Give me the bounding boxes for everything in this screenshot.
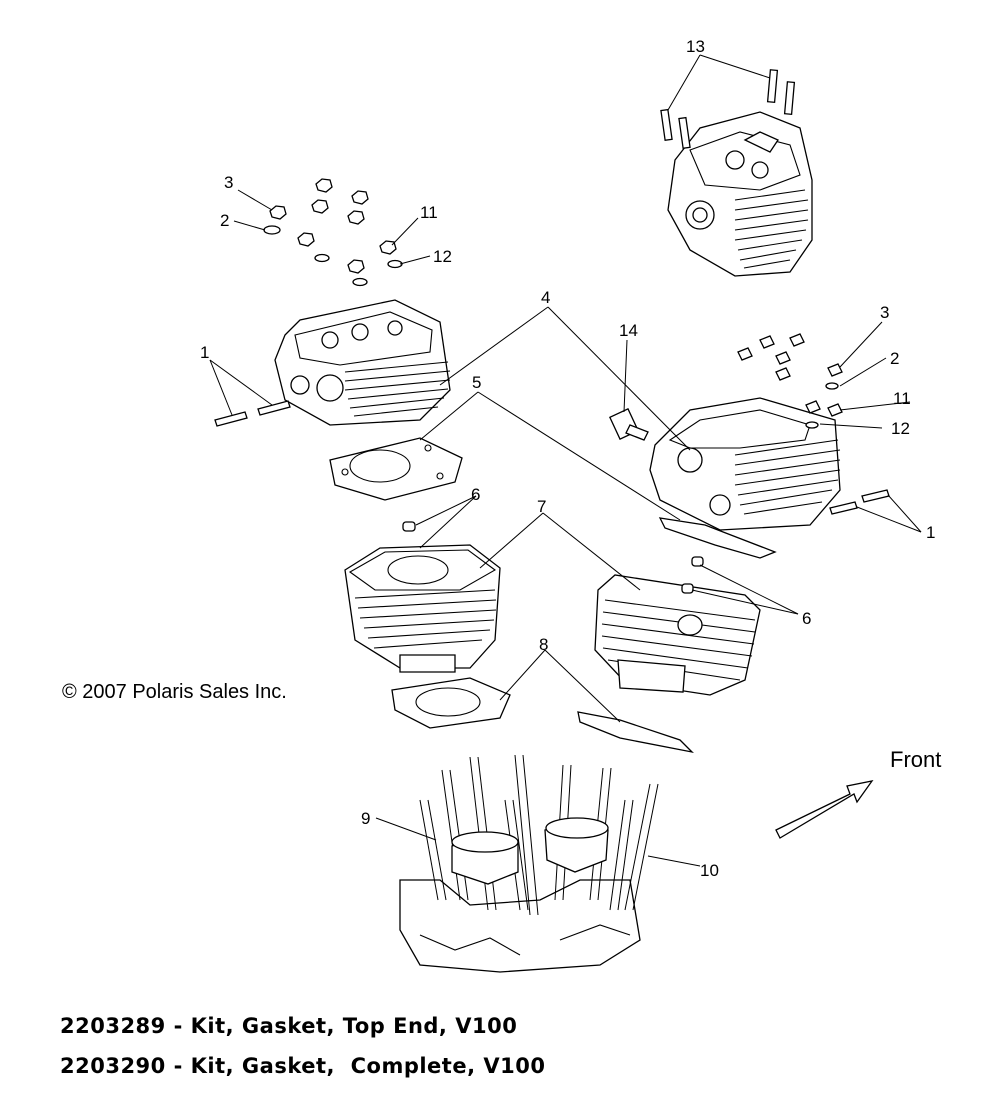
head-gasket-left: [329, 437, 463, 501]
crankcase-and-pushrods-drawing: [399, 754, 659, 973]
dowel-pins-left: [214, 400, 291, 427]
front-cylinder-drawing: [344, 521, 501, 673]
rear-lower-cylinder-head-drawing: [609, 397, 841, 531]
head-nuts-right: [737, 333, 843, 429]
head-gasket-right: [658, 517, 777, 559]
callout-8: 8: [539, 635, 548, 654]
callout-7: 7: [537, 497, 546, 516]
rear-cylinder-head-drawing: [660, 69, 813, 277]
callout-9: 9: [361, 809, 370, 828]
front-direction-arrow-icon: [775, 780, 874, 839]
callout-3-right: 3: [880, 303, 889, 322]
callout-1-right: 1: [926, 523, 935, 542]
callout-2-right: 2: [890, 349, 899, 368]
callout-11-left: 11: [420, 203, 438, 222]
rear-cylinder-drawing: [594, 556, 761, 696]
base-gasket-right: [577, 711, 694, 754]
dowel-pins-right: [829, 489, 890, 515]
head-nuts-left: [263, 178, 403, 287]
base-gasket-left: [391, 677, 511, 729]
callout-4: 4: [541, 288, 550, 307]
callout-5: 5: [472, 373, 481, 392]
callout-2-left: 2: [220, 211, 229, 230]
callout-11-right: 11: [893, 389, 911, 408]
kit-line-complete: 2203290 - Kit, Gasket, Complete, V100: [60, 1054, 546, 1078]
callout-10: 10: [700, 861, 719, 880]
callout-13: 13: [686, 37, 705, 56]
front-cylinder-head-drawing: [274, 299, 451, 426]
callout-14: 14: [619, 321, 638, 340]
copyright-notice: © 2007 Polaris Sales Inc.: [62, 681, 287, 703]
callout-12-right: 12: [891, 419, 910, 438]
leader-lines: [209, 54, 922, 867]
callout-1-left: 1: [200, 343, 209, 362]
callout-12-left: 12: [433, 247, 452, 266]
callout-6-left: 6: [471, 485, 480, 504]
kit-line-top-end: 2203289 - Kit, Gasket, Top End, V100: [60, 1014, 518, 1038]
callout-3-left: 3: [224, 173, 233, 192]
front-label: Front: [890, 747, 941, 772]
callout-6-right: 6: [802, 609, 811, 628]
